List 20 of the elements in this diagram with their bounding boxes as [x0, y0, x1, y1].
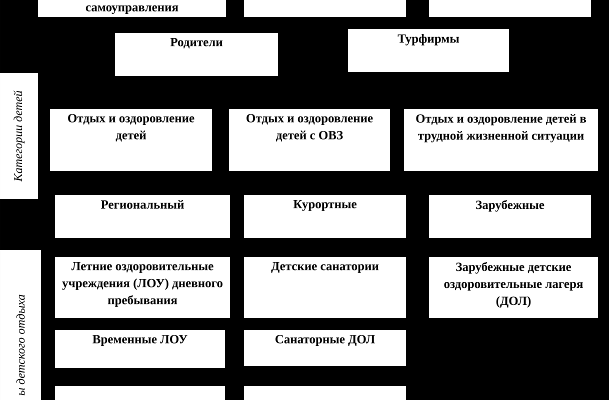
- text-box: Родители: [115, 33, 278, 76]
- text-box: самоуправления: [38, 0, 226, 17]
- side-band: Категории детей: [0, 73, 38, 199]
- text-box: Зарубежные: [429, 195, 591, 238]
- text-box: Отдых и оздоровление детей с ОВЗ: [229, 109, 390, 171]
- text-box: Отдых и оздоровление детей: [50, 109, 212, 171]
- empty-box: [244, 0, 406, 17]
- text-box: Турфирмы: [348, 29, 509, 72]
- side-band: ы детского отдыха: [0, 250, 41, 400]
- empty-box: [244, 386, 406, 400]
- text-box: Летние оздоровительные учреждения (ЛОУ) дневного пребывания: [55, 257, 230, 318]
- text-box: Зарубежные детские оздоровительные лагеря (ДОЛ): [429, 257, 598, 318]
- text-box: Отдых и оздоровление детей в трудной жизненной ситуации: [404, 109, 598, 171]
- empty-box: [55, 386, 225, 400]
- text-box: Санаторные ДОЛ: [244, 330, 406, 366]
- empty-box: [429, 0, 591, 17]
- text-box: Детские санатории: [244, 257, 406, 318]
- text-box: Региональный: [55, 195, 230, 238]
- text-box: Курортные: [244, 195, 406, 238]
- text-box: Временные ЛОУ: [55, 330, 225, 368]
